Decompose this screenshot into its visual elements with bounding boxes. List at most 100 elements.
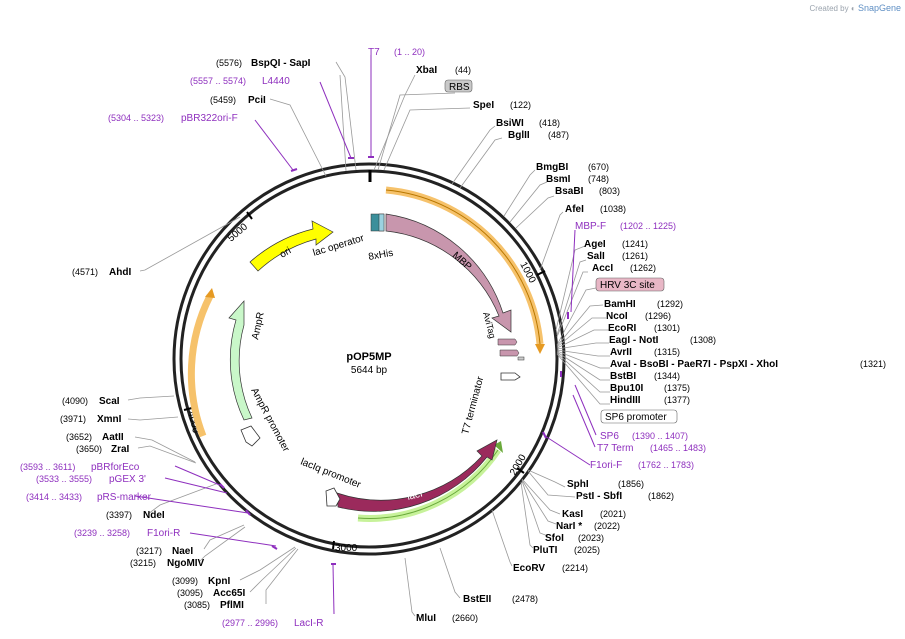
primer-sp6: SP6	[600, 431, 619, 442]
site-bmgbi-pos: (670)	[588, 162, 609, 172]
site-mlui: MluI	[416, 613, 436, 624]
site-spei-pos: (122)	[510, 100, 531, 110]
site-bpu10i-pos: (1375)	[664, 383, 690, 393]
features	[228, 213, 525, 512]
site-avrii-pos: (1315)	[654, 347, 680, 357]
primer-t7-pos: (1 .. 20)	[394, 47, 425, 57]
site-afei: AfeI	[565, 204, 584, 215]
site-bsmi: BsmI	[546, 174, 571, 185]
created-by-text: Created by	[809, 4, 849, 13]
site-scai: ScaI	[99, 396, 120, 407]
primer-mbp-f: MBP-F	[575, 221, 606, 232]
ampr-feature	[228, 300, 253, 421]
tick-marks	[183, 211, 546, 550]
site-psti-sbfi: PstI - SbfI	[576, 491, 622, 502]
snapgene-credit: Created by ◐ SnapGene	[810, 3, 902, 13]
label-his: 8xHis	[368, 248, 395, 263]
site-xmni: XmnI	[97, 414, 122, 425]
primer-pbrforeco-pos: (3593 .. 3611)	[20, 462, 75, 472]
site-sali-pos: (1261)	[622, 251, 648, 261]
avitag-feature	[497, 338, 518, 346]
plasmid-size: 5644 bp	[351, 365, 388, 376]
site-ngomiv-pos: (3215)	[130, 558, 156, 568]
feature-rbs: RBS	[449, 82, 470, 93]
site-acc65i-pos: (3095)	[177, 588, 203, 598]
site-pluti: PluTI	[533, 545, 558, 556]
site-agei-pos: (1241)	[622, 239, 648, 249]
site-bspqi-pos: (5576)	[216, 58, 242, 68]
site-ecori: EcoRI	[608, 323, 637, 334]
primer-t7-term-pos: (1465 .. 1483)	[650, 443, 706, 453]
primer-laci-r-pos: (2977 .. 2996)	[222, 618, 278, 628]
site-kasi-pos: (2021)	[600, 509, 626, 519]
site-afei-pos: (1038)	[600, 204, 626, 214]
primer-pgex3-pos: (3533 .. 3555)	[36, 474, 92, 484]
site-agei: AgeI	[584, 239, 606, 250]
site-sali: SalI	[587, 251, 605, 262]
site-bglii: BglII	[508, 130, 530, 141]
site-avai-xhoi: AvaI - BsoBI - PaeR7I - PspXI - XhoI	[610, 359, 778, 370]
site-bstbi-pos: (1344)	[654, 371, 680, 381]
plasmid-name: pOP5MP	[346, 351, 391, 363]
label-laci: lacI	[406, 488, 424, 502]
his-tag-box	[378, 213, 385, 232]
primer-laci-r: LacI-R	[294, 618, 323, 629]
site-bspqi-sapi: BspQI - SapI	[251, 58, 311, 69]
primer-f1ori-r-pos: (3239 .. 3258)	[74, 528, 130, 538]
t7-terminator-feature	[500, 372, 521, 381]
site-naei: NaeI	[172, 546, 193, 557]
site-kpni-pos: (3099)	[172, 576, 198, 586]
site-acci-pos: (1262)	[630, 263, 656, 273]
primer-f1ori-r: F1ori-R	[147, 528, 180, 539]
site-nari: NarI *	[556, 521, 582, 532]
primer-f1ori-f-pos: (1762 .. 1783)	[638, 460, 694, 470]
tick-5000	[246, 211, 253, 220]
site-sfoi-pos: (2023)	[578, 533, 604, 543]
site-bsiwi-pos: (418)	[539, 118, 560, 128]
site-bsabi: BsaBI	[555, 186, 584, 197]
primer-lines	[134, 55, 597, 615]
site-acc65i: Acc65I	[213, 588, 245, 599]
orf-arrow-left	[187, 294, 214, 438]
label-avitag: AviTag	[481, 311, 498, 340]
site-eagi-noti-pos: (1308)	[690, 335, 716, 345]
site-avrii: AvrII	[610, 347, 632, 358]
feature-sp6-promoter: SP6 promoter	[605, 412, 667, 423]
site-bpu10i: Bpu10I	[610, 383, 644, 394]
site-bsabi-pos: (803)	[599, 186, 620, 196]
right-labels: XbaI (44) RBS SpeI (122) BsiWI (418) Bgl…	[416, 65, 886, 624]
site-pflmi: PflMI	[220, 600, 244, 611]
hrv3c-box	[595, 277, 665, 292]
primer-sp6-pos: (1390 .. 1407)	[632, 431, 688, 441]
site-psti-sbfi-pos: (1862)	[648, 491, 674, 501]
site-pflmi-pos: (3085)	[184, 600, 210, 610]
primer-t7: T7	[368, 47, 380, 58]
site-acci: AccI	[592, 263, 613, 274]
tick-label-3000: 3000	[335, 543, 358, 554]
small-feature	[517, 356, 525, 361]
site-ecori-pos: (1301)	[654, 323, 680, 333]
site-bmgbi: BmgBI	[536, 162, 568, 173]
primer-prs-marker: pRS-marker	[97, 492, 152, 503]
site-pluti-pos: (2025)	[574, 545, 600, 555]
primer-mbp-f-pos: (1202 .. 1225)	[620, 221, 676, 231]
site-ngomiv: NgoMIV	[167, 558, 205, 569]
site-bsteii-pos: (2478)	[512, 594, 538, 604]
site-scai-pos: (4090)	[62, 396, 88, 406]
snapgene-logo-icon: ◐	[850, 4, 856, 13]
label-t7-terminator: T7 terminator	[460, 375, 486, 436]
primer-pbrforeco: pBRforEco	[91, 462, 140, 473]
site-kasi: KasI	[562, 509, 583, 520]
label-ampr: AmpR	[250, 311, 267, 340]
tick-1000	[536, 270, 546, 276]
site-sphi-pos: (1856)	[618, 479, 644, 489]
primer-t7-term: T7 Term	[597, 443, 634, 454]
site-bamhi: BamHI	[604, 299, 636, 310]
site-hindiii: HindIII	[610, 395, 641, 406]
site-bsmi-pos: (748)	[588, 174, 609, 184]
site-ecorv-pos: (2214)	[562, 563, 588, 573]
ampr-promoter-feature	[240, 425, 261, 447]
primer-l4440: L4440	[262, 76, 290, 87]
laciq-promoter-feature	[325, 487, 341, 507]
